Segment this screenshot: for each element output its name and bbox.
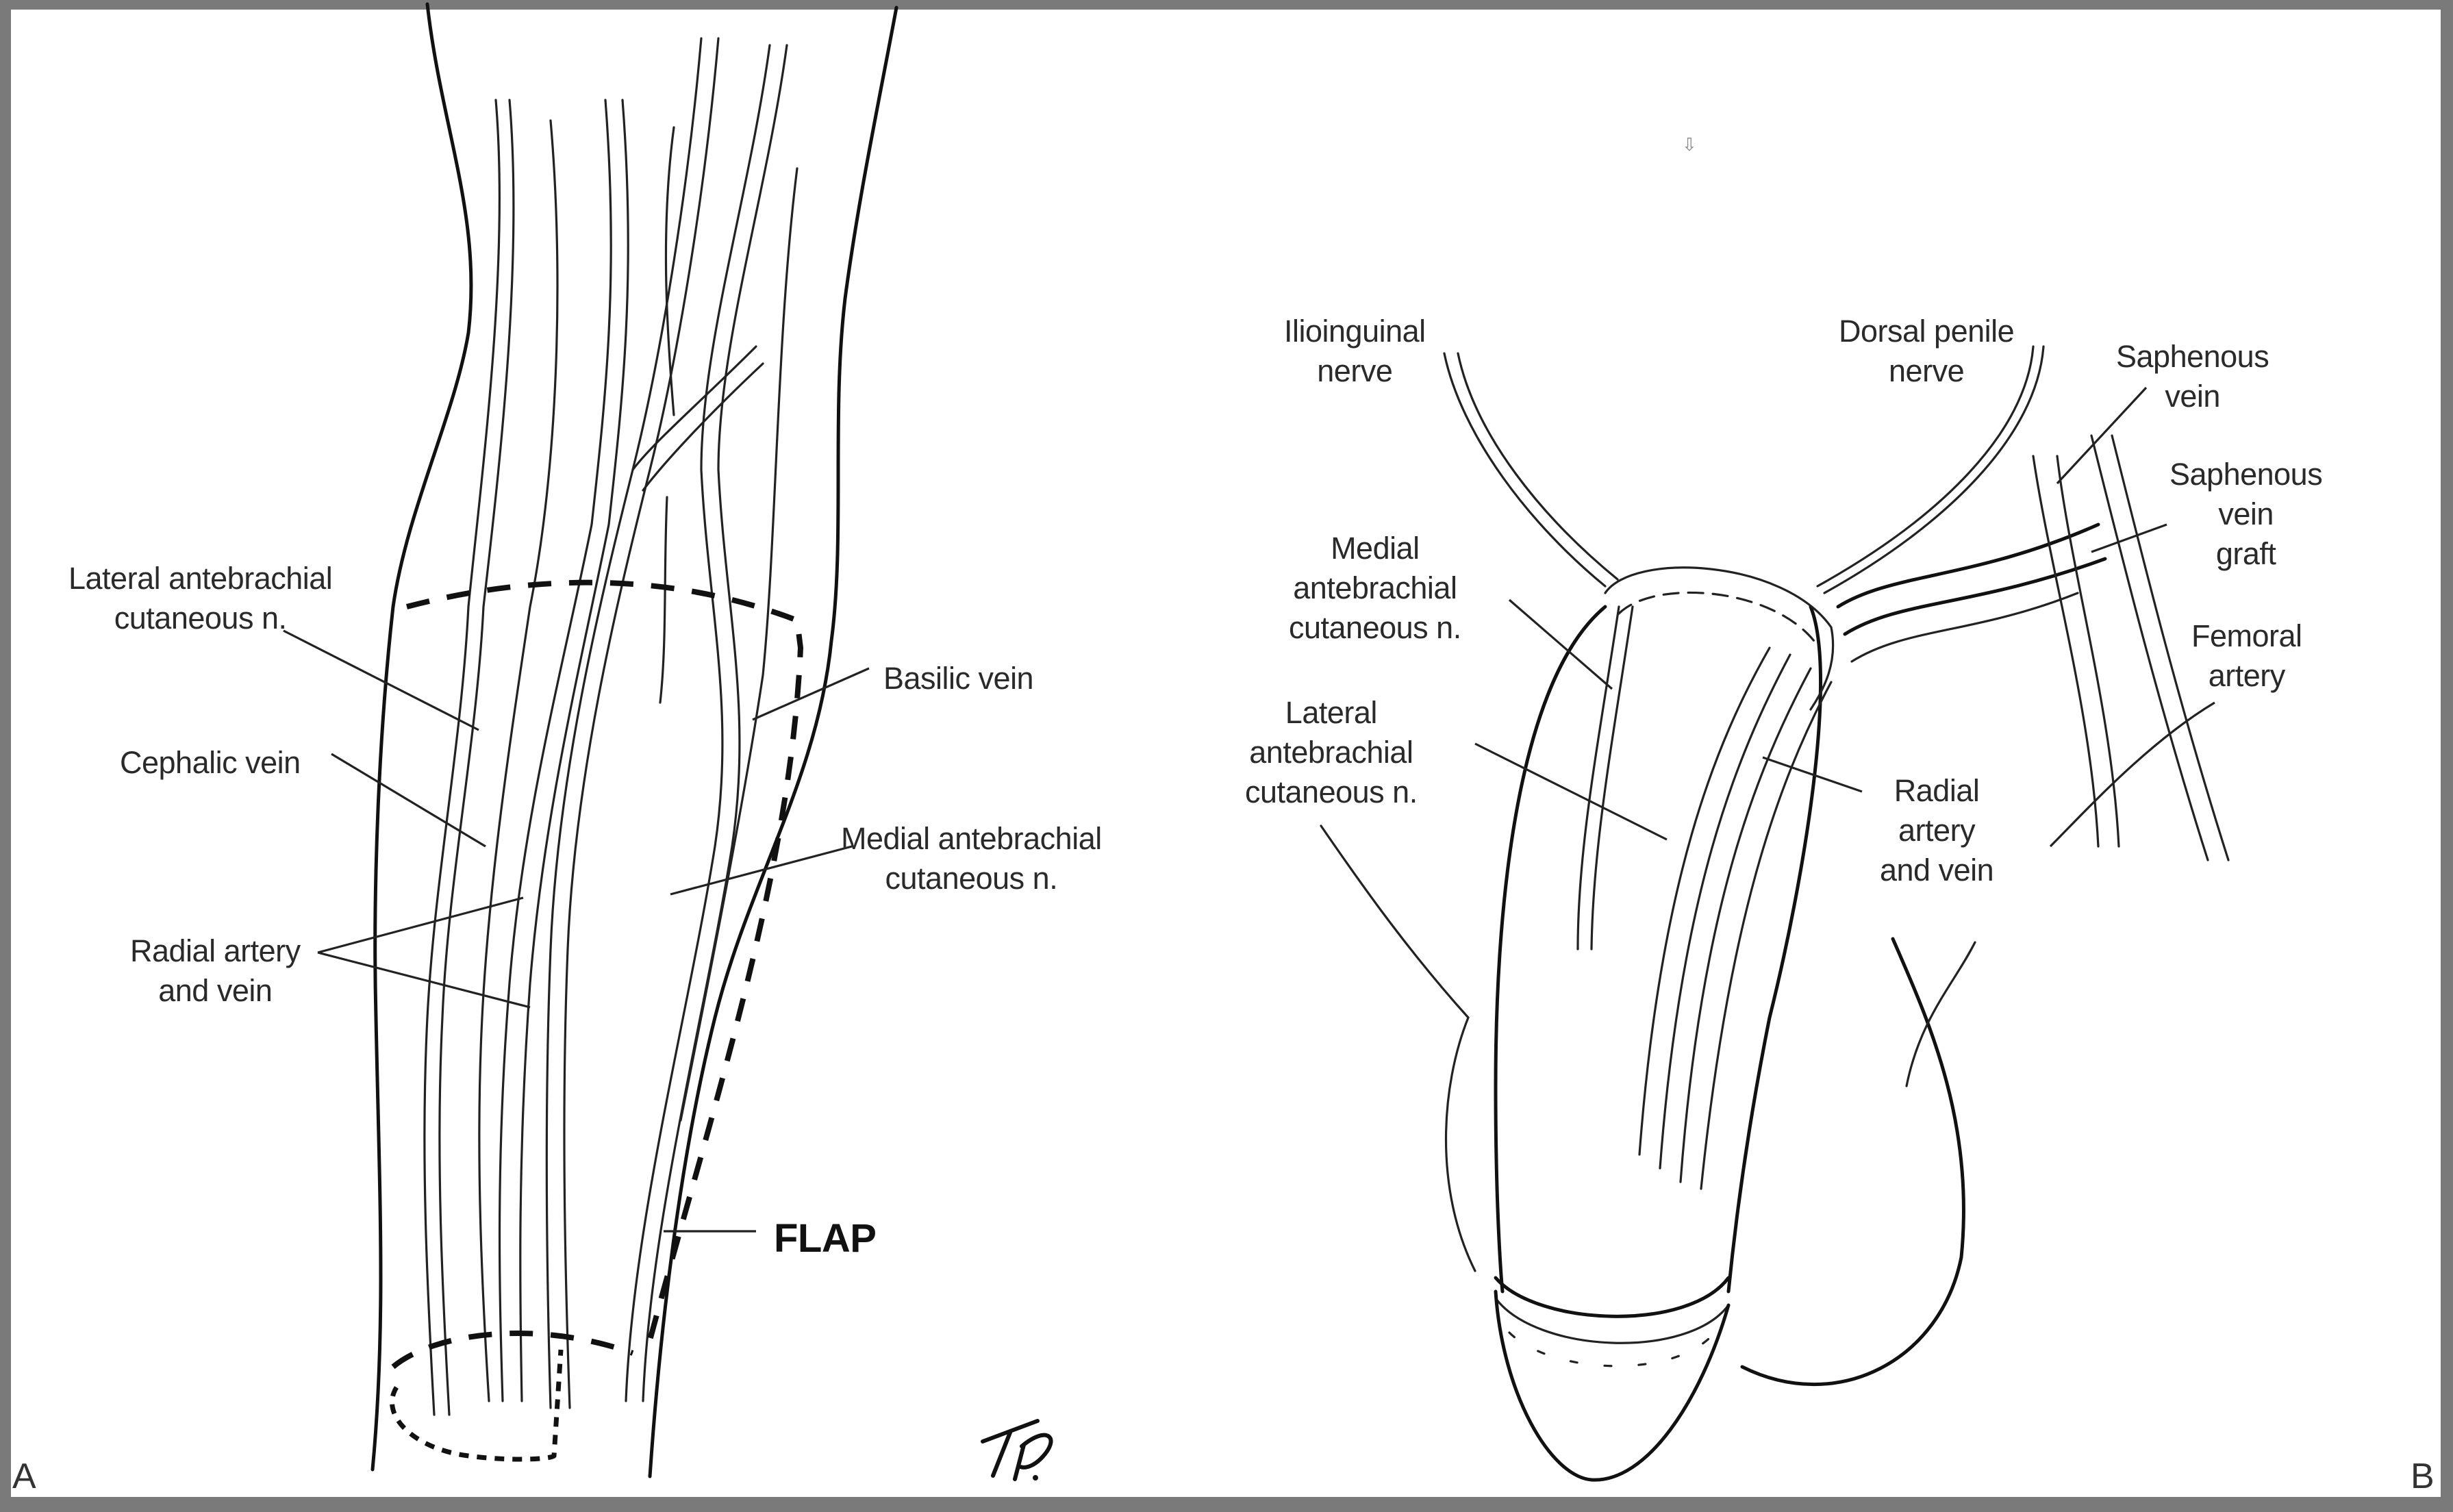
down-arrow-icon: ⇩ xyxy=(1682,134,1697,155)
panel-a-letter: A xyxy=(12,1457,36,1496)
median-cubital-vein-wall xyxy=(642,362,764,492)
corona-sutures xyxy=(1508,1331,1716,1368)
medial-nerve-b xyxy=(1576,605,1620,950)
dorsal-penile-nerve xyxy=(1823,345,2045,594)
leader-radial-2 xyxy=(317,951,531,1009)
panel-a-forearm xyxy=(283,2,898,1478)
median-cubital-vein xyxy=(631,345,757,471)
saphenous-vein xyxy=(2032,455,2100,848)
saphenous-vein-wall xyxy=(2056,455,2120,848)
label-lateral-antebrachial-b: Lateral antebrachial cutaneous n. xyxy=(1245,695,1418,809)
anastomosis-ring xyxy=(1604,566,1835,711)
label-femoral-artery: Femoral artery xyxy=(2191,618,2302,693)
cephalic-vein xyxy=(423,99,501,1416)
radial-bundle-b-2 xyxy=(1659,653,1791,1170)
femoral-artery-wall xyxy=(2111,434,2230,861)
panel-b-letter: B xyxy=(2411,1457,2435,1496)
figure-canvas xyxy=(11,10,2441,1497)
leader-radial-1 xyxy=(317,896,524,954)
corona-ring xyxy=(1494,1276,1731,1318)
dorsal-penile-nerve-wall xyxy=(1816,345,2035,588)
corona-ring-2 xyxy=(1494,1297,1730,1344)
scrotum-left xyxy=(1320,824,1476,1272)
leader-femoral-artery xyxy=(2049,701,2215,848)
flap-dotted-pedicle xyxy=(390,1349,564,1462)
graft-vessel-2 xyxy=(1850,592,2079,663)
scrotum-right xyxy=(1740,937,1965,1386)
branch-upper xyxy=(664,126,675,416)
radial-bundle-b-3 xyxy=(1679,667,1812,1183)
glans-outline xyxy=(1494,1289,1731,1482)
label-lateral-antebrachial-a: Lateral antebrachial cutaneous n. xyxy=(68,561,333,635)
leader-medial-antebrachial-b xyxy=(1508,598,1613,690)
radial-bundle-2 xyxy=(519,99,629,1402)
cephalic-vein-wall xyxy=(438,99,515,1416)
radial-bundle-1 xyxy=(498,99,612,1402)
artist-signature xyxy=(981,1419,1053,1481)
forearm-outline-left xyxy=(370,2,473,1472)
radial-bundle-4 xyxy=(563,37,720,1409)
label-flap: FLAP xyxy=(774,1216,877,1261)
medial-nerve xyxy=(679,167,798,1122)
thigh-line xyxy=(1905,941,1976,1087)
basilic-vein xyxy=(625,44,771,1402)
label-medial-antebrachial-a: Medial antebrachial cutaneous n. xyxy=(841,821,1102,896)
femoral-artery xyxy=(2090,434,2209,861)
label-radial-artery-vein-a: Radial artery and vein xyxy=(130,933,301,1008)
radial-bundle-3 xyxy=(545,37,703,1409)
leader-saphenous-graft xyxy=(2091,523,2167,553)
leader-radial-b xyxy=(1762,756,1863,793)
leader-basilic-vein xyxy=(752,667,870,721)
label-dorsal-penile-nerve: Dorsal penile nerve xyxy=(1839,314,2015,388)
label-medial-antebrachial-b: Medial antebrachial cutaneous n. xyxy=(1289,531,1461,645)
leader-medial-antebrachial xyxy=(670,845,853,896)
label-ilioinguinal-nerve: Ilioinguinal nerve xyxy=(1284,314,1426,388)
leader-lateral-antebrachial xyxy=(283,629,479,731)
radial-bundle-b-1 xyxy=(1638,646,1771,1156)
label-saphenous-vein-graft: Saphenous vein graft xyxy=(2169,457,2323,571)
leader-lateral-antebrachial-b xyxy=(1474,742,1668,841)
label-basilic-vein: Basilic vein xyxy=(883,661,1034,696)
label-radial-artery-vein-b: Radial artery and vein xyxy=(1880,773,1994,887)
phallus-outline-left xyxy=(1494,605,1607,1294)
leader-cephalic-vein xyxy=(331,753,486,848)
saphenous-vein-graft xyxy=(1836,522,2100,609)
ilioinguinal-nerve xyxy=(1443,352,1607,588)
phallus-outline-right xyxy=(1726,605,1822,1294)
radial-bundle-b-4 xyxy=(1700,681,1833,1190)
leader-saphenous-vein xyxy=(2056,386,2148,485)
basilic-vein-wall xyxy=(642,44,788,1402)
ilioinguinal-nerve-wall xyxy=(1457,352,1619,581)
branch-small xyxy=(659,496,668,704)
flap-dashed-wrist xyxy=(391,1331,634,1370)
medial-nerve-b-wall xyxy=(1590,605,1634,950)
label-saphenous-vein: Saphenous vein xyxy=(2116,339,2269,414)
anastomosis-ring-inner xyxy=(1618,591,1815,642)
lateral-nerve xyxy=(478,119,559,1402)
panel-b-reconstruction xyxy=(1320,345,2230,1482)
flap-dashed-outline xyxy=(405,579,804,1354)
label-cephalic-vein: Cephalic vein xyxy=(120,745,301,780)
